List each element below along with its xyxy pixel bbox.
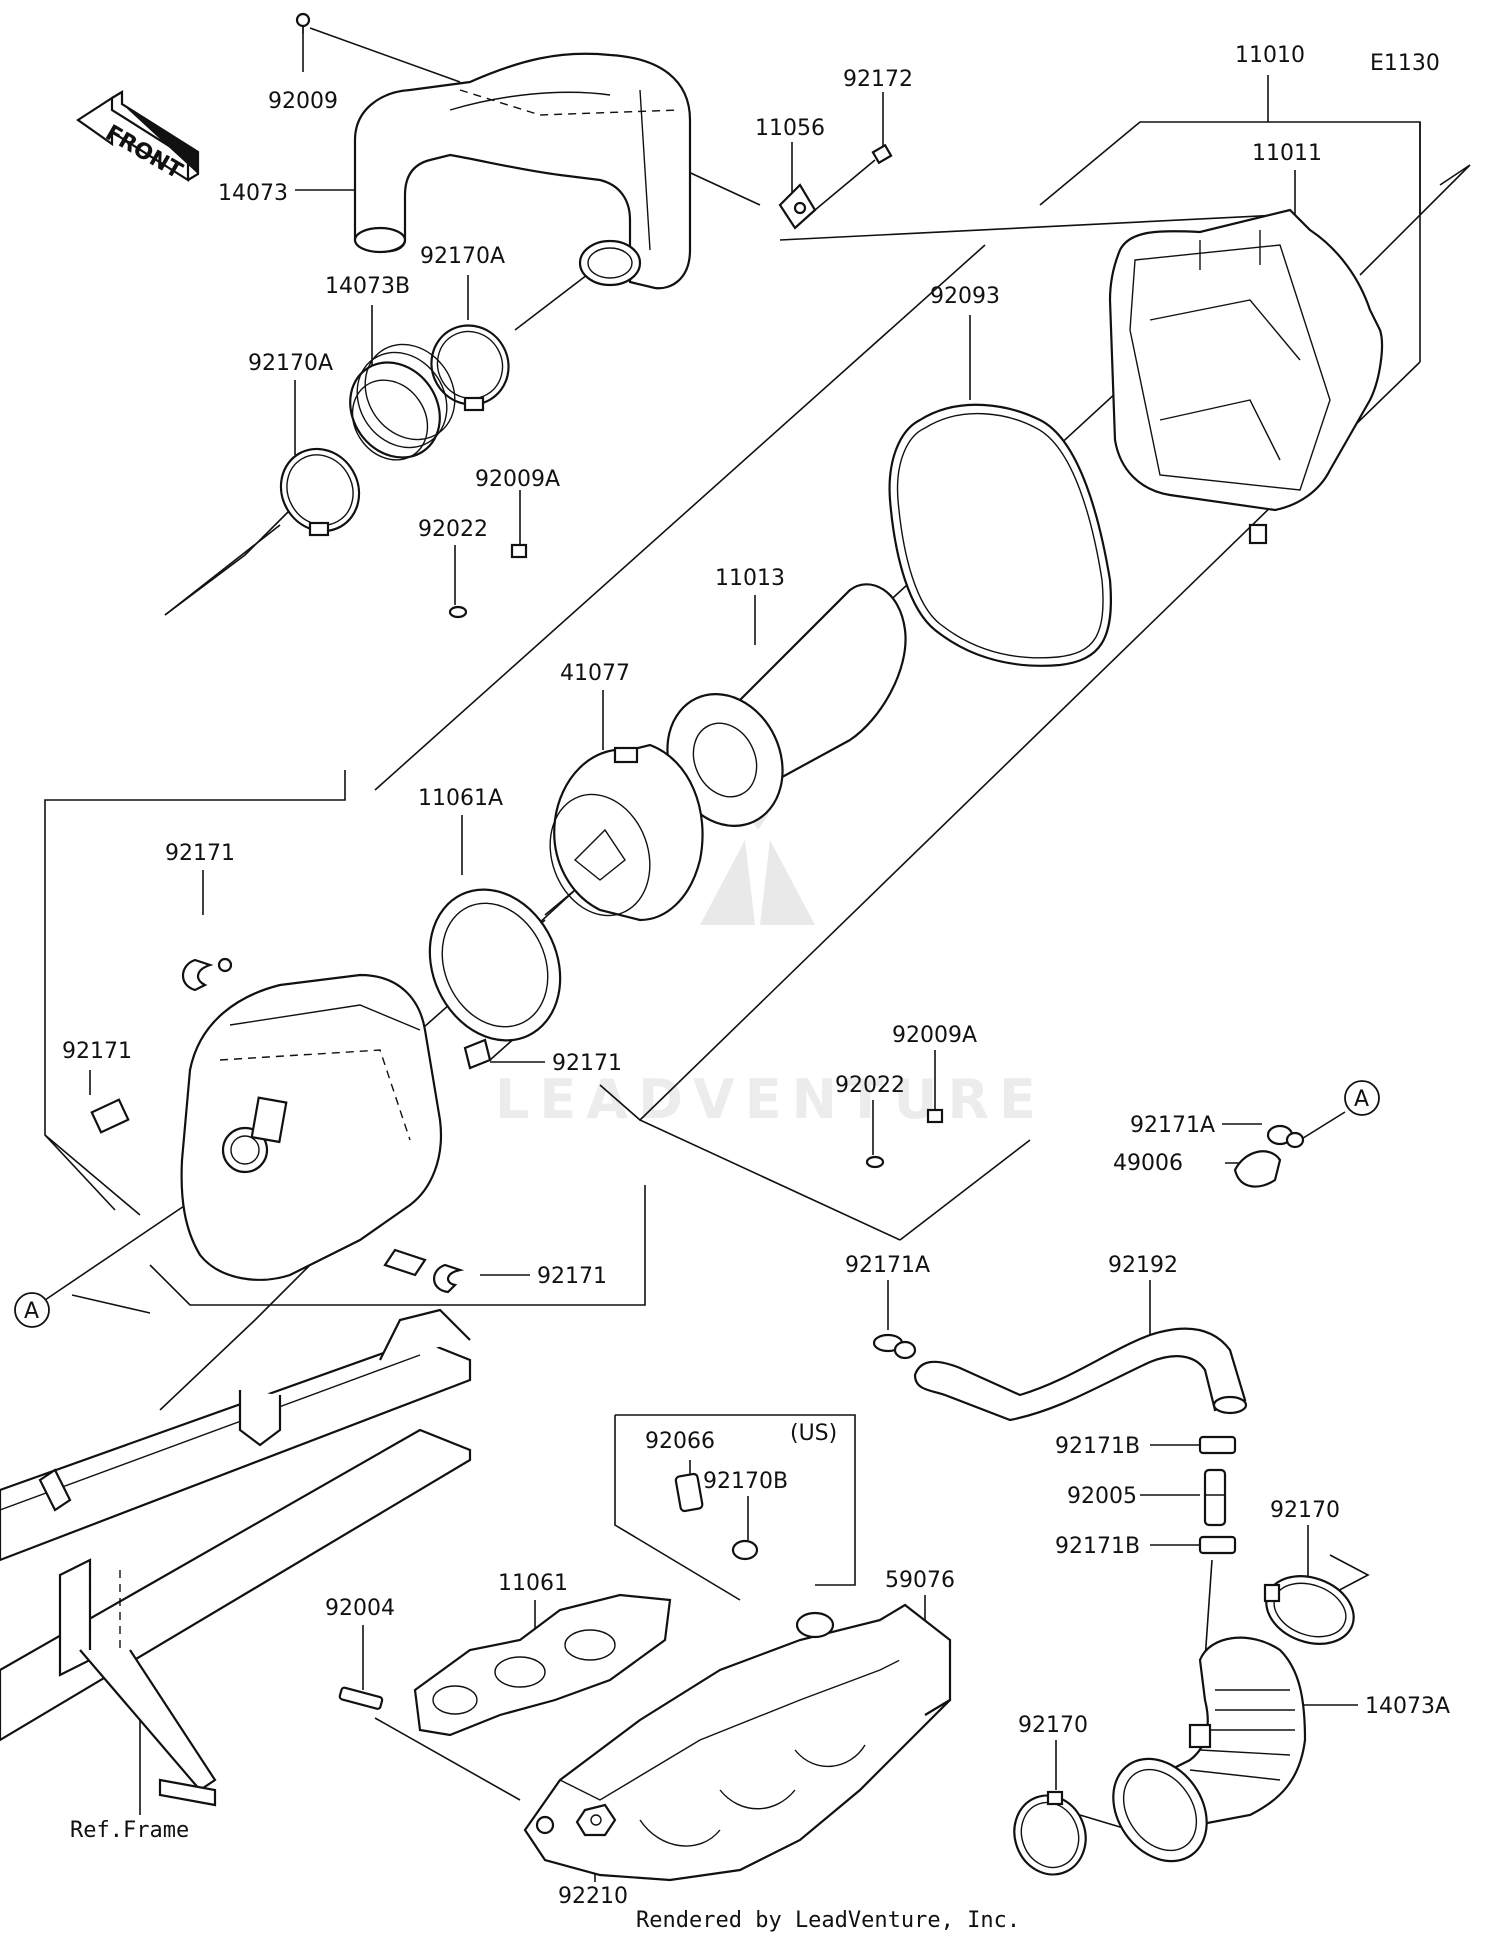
clamp-92170-right <box>1263 1575 1355 1645</box>
label-92172: 92172 <box>843 67 913 92</box>
svg-text:A: A <box>1354 1087 1369 1112</box>
gasket-92093 <box>888 403 1112 667</box>
clamp-92171A-mid <box>872 1333 917 1360</box>
screw-92009A-lower <box>926 1108 944 1124</box>
label-92171-b: 92171 <box>62 1039 132 1064</box>
gasket-11061 <box>413 1593 672 1737</box>
cap-49006 <box>1233 1150 1282 1188</box>
ref-frame-label: Ref.Frame <box>70 1818 189 1843</box>
joint-92005 <box>1203 1468 1227 1527</box>
front-arrow-icon: FRONT <box>76 90 200 184</box>
diagram-code: E1130 <box>1370 51 1440 76</box>
holder-41077 <box>549 743 704 922</box>
label-92171B-upper: 92171B <box>1055 1434 1140 1459</box>
connector-a-right: A <box>1344 1080 1380 1116</box>
label-92009-top: 92009 <box>268 89 338 114</box>
ref-frame: Ref.Frame <box>0 1308 472 1843</box>
clamp-92170-lower <box>1013 1790 1087 1876</box>
connector-a-left: A <box>14 1292 50 1328</box>
label-92066: 92066 <box>645 1429 715 1454</box>
label-92005: 92005 <box>1067 1484 1137 1509</box>
screw-92009A-upper <box>510 543 528 559</box>
label-92171-a: 92171 <box>165 841 235 866</box>
region-note-us: (US) <box>790 1421 837 1446</box>
watermark-text: LEADVENTURE <box>495 1068 1046 1131</box>
label-49006: 49006 <box>1113 1151 1183 1176</box>
label-92170B: 92170B <box>703 1469 788 1494</box>
clamp-92170A-lower <box>279 447 361 537</box>
airbox-11011 <box>1108 208 1384 545</box>
label-92170A-lower: 92170A <box>248 351 333 376</box>
clamp-92171A-right <box>1266 1124 1305 1149</box>
part-labels: 92009 14073 92170A 14073B 92170A 92009A … <box>62 43 1450 1909</box>
clip-92171-a <box>181 957 233 992</box>
label-92192: 92192 <box>1108 1253 1178 1278</box>
label-11010: 11010 <box>1235 43 1305 68</box>
label-59076: 59076 <box>885 1568 955 1593</box>
clamp-92170B <box>731 1539 759 1561</box>
label-92022-upper: 92022 <box>418 517 488 542</box>
clamp-92171B-upper <box>1198 1435 1237 1455</box>
label-92171-c: 92171 <box>552 1051 622 1076</box>
bracket-11056 <box>778 183 817 230</box>
clamp-92170A-upper <box>430 324 510 412</box>
clip-92171-b <box>90 1098 130 1134</box>
label-14073: 14073 <box>218 181 288 206</box>
label-92171-d: 92171 <box>537 1264 607 1289</box>
label-92171A-right: 92171A <box>1130 1113 1215 1138</box>
clamp-92171B-lower <box>1198 1535 1237 1555</box>
label-92170-lower: 92170 <box>1018 1713 1088 1738</box>
clip-92171-d <box>433 1263 465 1294</box>
svg-text:A: A <box>24 1299 39 1324</box>
label-92210: 92210 <box>558 1884 628 1909</box>
part-92066 <box>674 1472 704 1513</box>
duct-14073 <box>353 52 692 290</box>
label-92171A-mid: 92171A <box>845 1253 930 1278</box>
label-11011: 11011 <box>1252 141 1322 166</box>
label-92170A-upper: 92170A <box>420 244 505 269</box>
label-92170-right: 92170 <box>1270 1498 1340 1523</box>
clip-92171-c <box>463 1038 492 1070</box>
render-credit: Rendered by LeadVenture, Inc. <box>636 1908 1020 1933</box>
screw-92009 <box>295 12 311 34</box>
housing-cover <box>180 973 443 1281</box>
duct-14073A <box>1112 1636 1307 1863</box>
washer-92022-lower <box>865 1155 885 1169</box>
label-92009A-upper: 92009A <box>475 467 560 492</box>
label-41077: 41077 <box>560 661 630 686</box>
hose-92192 <box>913 1327 1248 1422</box>
label-92004: 92004 <box>325 1596 395 1621</box>
label-11056: 11056 <box>755 116 825 141</box>
stud-92004 <box>338 1686 384 1710</box>
label-92009A-lower: 92009A <box>892 1023 977 1048</box>
label-11061A: 11061A <box>418 786 503 811</box>
washer-92022-upper <box>448 605 468 619</box>
label-14073B: 14073B <box>325 274 410 299</box>
screw-92172 <box>871 143 893 165</box>
nut-92210 <box>575 1803 617 1837</box>
seal-11061A <box>428 888 562 1042</box>
sleeve-14073B <box>349 343 456 461</box>
manifold-59076 <box>523 1603 952 1882</box>
label-11061: 11061 <box>498 1571 568 1596</box>
label-92171B-lower: 92171B <box>1055 1534 1140 1559</box>
label-92093: 92093 <box>930 284 1000 309</box>
label-11013: 11013 <box>715 566 785 591</box>
label-92022-lower: 92022 <box>835 1073 905 1098</box>
label-14073A: 14073A <box>1365 1694 1450 1719</box>
